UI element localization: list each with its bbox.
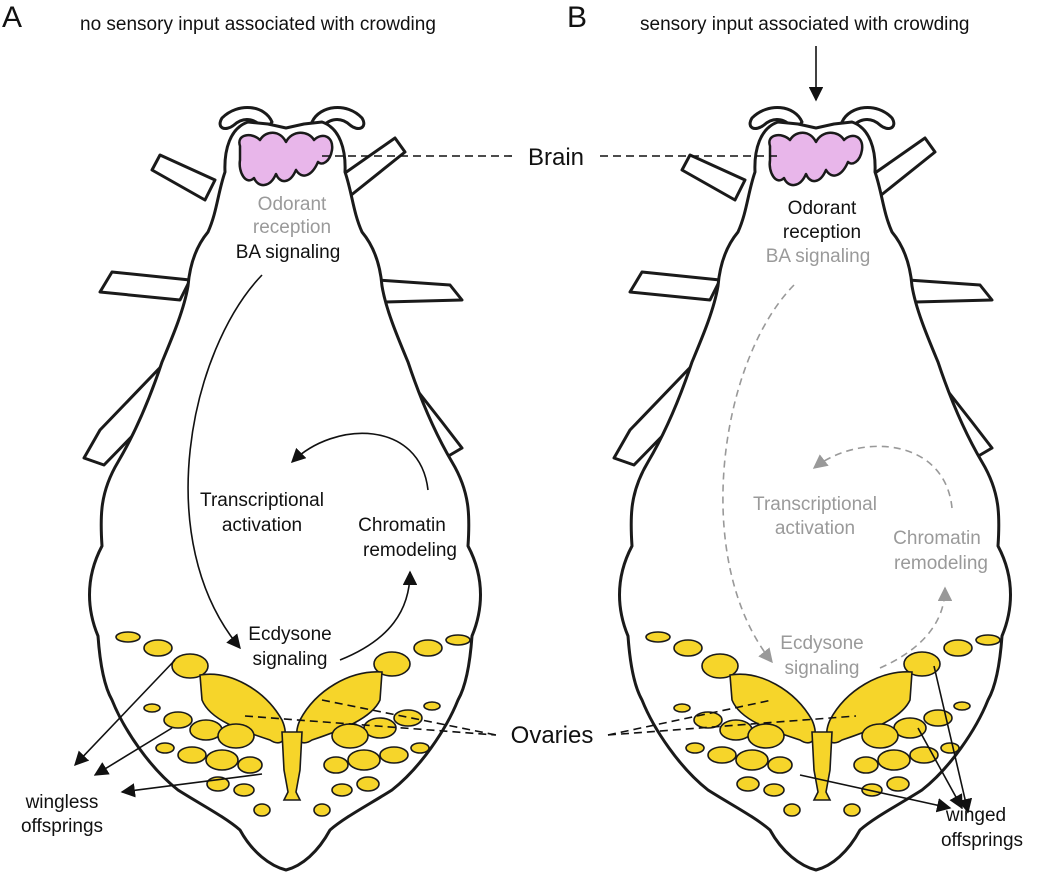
ovaries-leader-left-1 <box>244 715 497 736</box>
panel-b-ba-signaling: BA signaling <box>766 246 871 267</box>
panel-a-offspring-line1: wingless <box>25 792 99 813</box>
panel-b-ecdysone-line1: Ecdysone <box>780 633 863 654</box>
panel-a-offspring-arrow-1 <box>74 659 176 767</box>
panel-b-ecdysone-to-chromatin-arrow <box>879 586 953 669</box>
panel-b-offspring-arrow-3 <box>799 774 952 813</box>
panel-b-chromatin-to-transcription-arrow <box>812 445 953 509</box>
panel-b-offspring-line1: winged <box>945 805 1006 826</box>
panel-a-header: no sensory input associated with crowdin… <box>80 14 436 35</box>
panel-a-chromatin-line1: Chromatin <box>358 515 446 536</box>
panel-b-ba-to-ecdysone-arrow <box>722 284 795 664</box>
panel-b: B sensory input associated with crowding… <box>567 1 1023 872</box>
panel-a-ba-to-ecdysone-arrow <box>187 274 263 650</box>
panel-b-transcriptional-line2: activation <box>775 518 855 539</box>
panel-a-ecdysone-line2: signaling <box>253 649 328 670</box>
panel-b-ecdysone-line2: signaling <box>785 658 860 679</box>
panel-a-transcriptional-line1: Transcriptional <box>200 490 324 511</box>
panel-a-chromatin-to-transcription-arrow <box>290 432 429 491</box>
panel-b-transcriptional-line1: Transcriptional <box>753 494 877 515</box>
panel-b-chromatin-line2: remodeling <box>894 553 988 574</box>
panel-b-chromatin-line1: Chromatin <box>893 528 981 549</box>
panel-a-letter: A <box>2 1 22 34</box>
panel-b-offspring-line2: offsprings <box>941 830 1023 851</box>
ovaries-callout: Ovaries <box>244 699 857 749</box>
panel-a-transcriptional-line2: activation <box>222 515 302 536</box>
panel-b-header: sensory input associated with crowding <box>640 14 970 35</box>
panel-a-ecdysone-to-chromatin-arrow <box>339 570 418 661</box>
panel-a-ba-signaling: BA signaling <box>236 242 341 263</box>
ovaries-leader-right-1 <box>607 699 773 736</box>
ovaries-label: Ovaries <box>511 722 594 749</box>
panel-a-offspring-arrow-2 <box>93 727 173 776</box>
panel-b-offspring-arrow-2 <box>917 727 963 810</box>
panel-a-offspring-arrow-3 <box>120 773 263 798</box>
panel-a-odorant-line1: Odorant <box>258 194 327 215</box>
ovaries-leader-right-2 <box>607 715 857 736</box>
panel-b-odorant-line1: Odorant <box>788 198 857 219</box>
brain-callout: Brain <box>322 144 780 171</box>
panel-a-odorant-line2: reception <box>253 217 331 238</box>
panel-b-offspring-arrow-1 <box>933 665 973 814</box>
panel-a: A no sensory input associated with crowd… <box>2 1 482 872</box>
ovaries-leader-left-2 <box>321 699 497 736</box>
panel-b-letter: B <box>567 1 587 34</box>
panel-a-ecdysone-line1: Ecdysone <box>248 624 331 645</box>
panel-a-chromatin-line2: remodeling <box>363 540 457 561</box>
panel-a-offspring-line2: offsprings <box>21 816 103 837</box>
brain-label: Brain <box>528 144 584 171</box>
panel-b-odorant-line2: reception <box>783 222 861 243</box>
